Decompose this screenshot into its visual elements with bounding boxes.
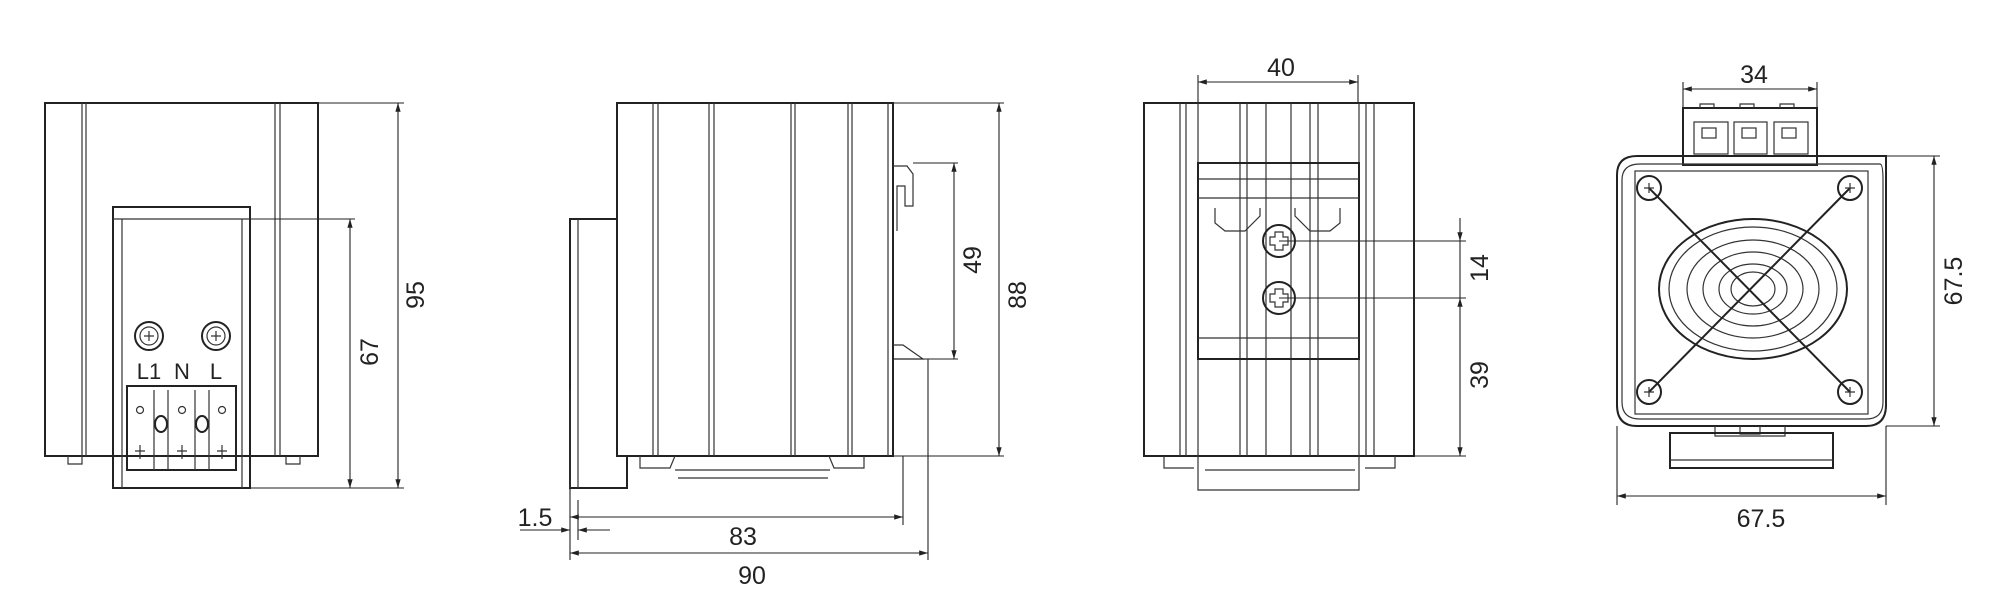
dim-34: 34	[1740, 61, 1768, 89]
terminal-label-n: N	[174, 359, 190, 384]
screw-icon	[134, 321, 164, 351]
dim-88: 88	[1004, 281, 1032, 309]
fan-housing	[1616, 155, 1888, 427]
dim-90: 90	[738, 562, 766, 590]
terminal-block	[126, 385, 237, 471]
screw-icon	[1636, 175, 1662, 201]
din-bracket	[1197, 162, 1360, 360]
dim-67: 67	[356, 338, 384, 366]
fan-view: 34 67.5 67.5	[1616, 61, 1968, 533]
bottom-rail	[1669, 426, 1834, 469]
dim-83: 83	[729, 523, 757, 551]
screw-icon	[201, 321, 231, 351]
screw-icon	[1636, 379, 1662, 405]
dim-95: 95	[402, 281, 430, 309]
bottom-rail	[639, 455, 865, 479]
fan-icon	[1648, 187, 1851, 393]
rear-view: 40 14 39	[1143, 54, 1494, 491]
dim-67-5-horizontal: 67.5	[1737, 505, 1786, 533]
dim-39: 39	[1466, 361, 1494, 389]
bottom-rail	[1163, 456, 1396, 491]
screw-icon	[1837, 175, 1863, 201]
terminal-label-l: L	[210, 359, 222, 384]
terminal-strip	[1682, 103, 1818, 166]
dim-67-5-vertical: 67.5	[1940, 257, 1968, 306]
din-clip	[893, 165, 925, 360]
side-view: 49 88 1.5 83 90	[518, 102, 1032, 590]
terminal-cover	[112, 206, 251, 489]
dim-1-5: 1.5	[518, 504, 553, 532]
terminal-label-l1: L1	[137, 359, 161, 384]
dim-40: 40	[1267, 54, 1295, 82]
dim-14: 14	[1466, 254, 1494, 282]
dim-49: 49	[959, 246, 987, 274]
front-view: L1 N L 67 95	[44, 102, 430, 489]
screw-icon	[1837, 379, 1863, 405]
